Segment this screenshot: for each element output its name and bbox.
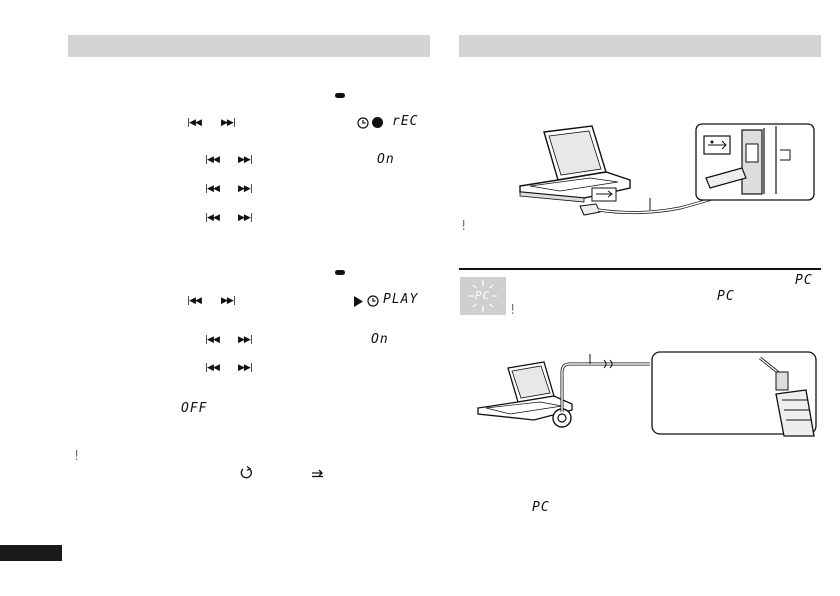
display-rec: rEC bbox=[392, 114, 419, 129]
clock-icon bbox=[367, 295, 379, 307]
skip-back-icon: |◀◀ bbox=[205, 155, 220, 165]
note-icon: ! bbox=[510, 303, 516, 318]
skip-back-icon: |◀◀ bbox=[205, 213, 220, 223]
skip-forward-icon: ▶▶| bbox=[238, 184, 253, 194]
skip-back-icon: |◀◀ bbox=[187, 296, 202, 306]
display-off: OFF bbox=[181, 401, 208, 416]
usb-connection-illustration bbox=[519, 123, 815, 216]
enter-icon bbox=[312, 469, 323, 478]
skip-forward-icon: ▶▶| bbox=[238, 363, 253, 373]
skip-forward-icon: ▶▶| bbox=[238, 335, 253, 345]
skip-back-icon: |◀◀ bbox=[205, 335, 220, 345]
clock-icon bbox=[357, 117, 369, 129]
display-pc-blinking: PC bbox=[475, 289, 491, 302]
display-pc: PC bbox=[795, 273, 813, 288]
repeat-icon bbox=[240, 466, 252, 479]
section-divider bbox=[459, 268, 821, 270]
note-icon: ! bbox=[74, 449, 80, 464]
note-icon: ! bbox=[461, 219, 467, 234]
display-on: On bbox=[371, 332, 389, 347]
page-tab bbox=[0, 545, 62, 561]
right-section-header bbox=[459, 35, 821, 57]
blink-rays-icon bbox=[469, 280, 497, 312]
skip-back-icon: |◀◀ bbox=[205, 363, 220, 373]
left-section-header bbox=[68, 35, 430, 57]
skip-back-icon: |◀◀ bbox=[205, 184, 220, 194]
display-pc: PC bbox=[532, 500, 550, 515]
skip-forward-icon: ▶▶| bbox=[221, 296, 236, 306]
skip-forward-icon: ▶▶| bbox=[238, 213, 253, 223]
button-pill-icon bbox=[335, 93, 345, 98]
skip-back-icon: |◀◀ bbox=[187, 118, 202, 128]
button-pill-icon bbox=[335, 270, 345, 275]
display-play: PLAY bbox=[383, 292, 419, 307]
display-pc: PC bbox=[717, 289, 735, 304]
skip-forward-icon: ▶▶| bbox=[221, 118, 236, 128]
display-on: On bbox=[377, 152, 395, 167]
audio-connection-illustration bbox=[477, 351, 817, 437]
record-dot-icon bbox=[372, 117, 383, 128]
skip-forward-icon: ▶▶| bbox=[238, 155, 253, 165]
play-triangle-icon bbox=[354, 296, 363, 307]
